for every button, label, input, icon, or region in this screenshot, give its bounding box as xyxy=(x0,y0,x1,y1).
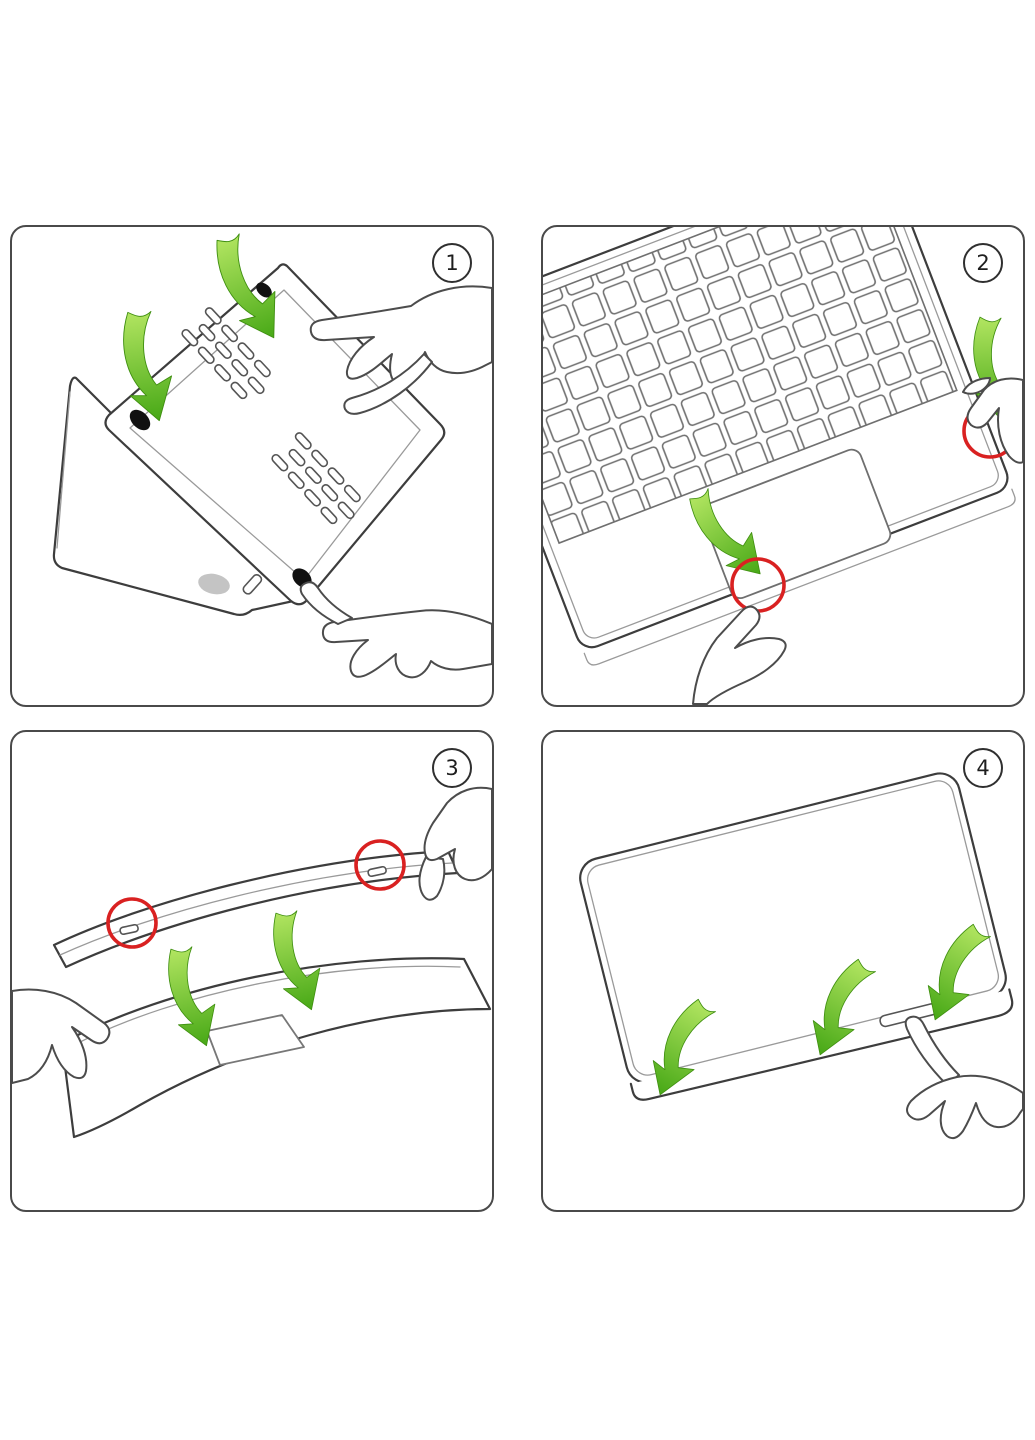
closed-laptop-with-shell xyxy=(579,772,1014,1101)
shell-clip xyxy=(119,923,139,936)
step-panel-1: 1 xyxy=(10,225,494,707)
hand-top-right xyxy=(418,786,492,901)
step-number: 2 xyxy=(976,251,990,275)
step-number: 3 xyxy=(445,756,459,780)
shell-clip xyxy=(242,573,263,595)
shell-clip xyxy=(367,865,387,878)
red-highlight-circle xyxy=(354,839,406,891)
step-number-badge: 3 xyxy=(432,748,472,788)
illustration-step-1 xyxy=(52,227,492,679)
step-number-badge: 1 xyxy=(432,243,472,283)
illustration-step-4 xyxy=(579,772,1023,1140)
rubber-foot xyxy=(256,282,272,298)
keyboard xyxy=(543,227,958,545)
step-number-badge: 2 xyxy=(963,243,1003,283)
step-number: 1 xyxy=(445,251,459,275)
hand-right xyxy=(904,1015,1023,1140)
step-panel-2: 2 xyxy=(541,225,1025,707)
trackpad xyxy=(206,1014,305,1066)
laptop-keyboard-deck xyxy=(543,227,1016,666)
step-panel-3: 3 xyxy=(10,730,494,1212)
step-number: 4 xyxy=(976,756,990,780)
illustration-step-2 xyxy=(543,227,1023,705)
hand-bottom-thumb xyxy=(692,605,787,705)
hand-left xyxy=(12,988,111,1084)
step-number-badge: 4 xyxy=(963,748,1003,788)
hand-top-right xyxy=(309,285,492,415)
rubber-foot xyxy=(129,409,151,431)
step-panel-4: 4 xyxy=(541,730,1025,1212)
illustration-step-3 xyxy=(12,786,492,1139)
logo-oval xyxy=(198,573,230,595)
laptop-base xyxy=(60,957,492,1139)
hand-bottom-right xyxy=(299,581,492,679)
red-highlight-circle xyxy=(106,897,158,949)
hand-right-thumb xyxy=(962,377,1023,464)
